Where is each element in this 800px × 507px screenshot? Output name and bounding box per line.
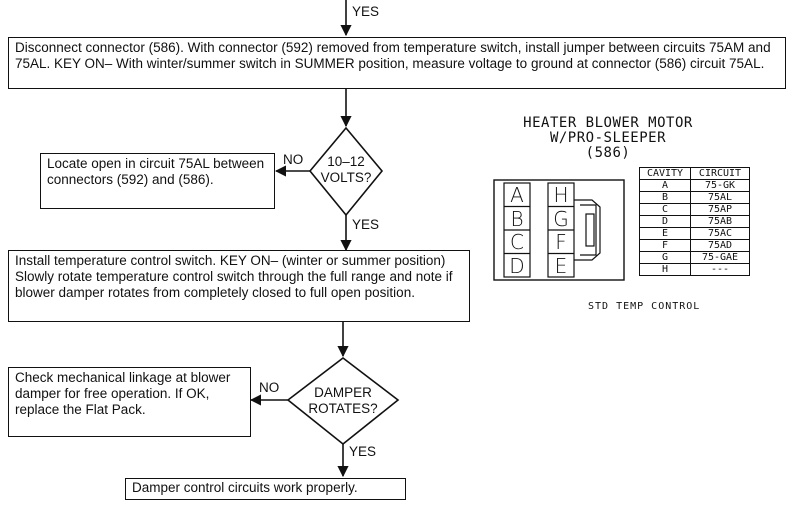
label-yes-volts: YES [352, 217, 380, 232]
table-cell-circuit: 75AC [690, 227, 750, 240]
decision-diamond-damper [286, 356, 400, 446]
table-cell-circuit: 75-GK [690, 179, 750, 192]
table-cell-circuit: 75AL [690, 191, 750, 204]
step-check-linkage: Check mechanical linkage at blower dampe… [8, 367, 251, 437]
step-install-temp-switch: Install temperature control switch. KEY … [8, 250, 470, 322]
table-cell-cavity: B [639, 191, 691, 204]
table-cell-cavity: D [639, 215, 691, 228]
decision-diamond-volts [308, 126, 384, 217]
decision-damper-line2: ROTATES? [308, 401, 378, 416]
connector-title-line1: HEATER BLOWER MOTOR [523, 115, 693, 131]
step-locate-open-text: Locate open in circuit 75AL between conn… [47, 156, 265, 187]
label-no-volts: NO [283, 152, 304, 167]
cavity-letter-left-3: D [509, 253, 525, 278]
table-row: H--- [639, 263, 750, 276]
table-cell-cavity: G [639, 251, 691, 264]
step-locate-open: Locate open in circuit 75AL between conn… [40, 153, 275, 209]
decision-volts-line1: 10–12 [327, 154, 365, 169]
step-circuits-ok-text: Damper control circuits work properly. [132, 480, 358, 495]
cavity-letter-left-2: C [510, 230, 524, 254]
decision-damper-line1: DAMPER [314, 385, 372, 400]
table-cell-circuit: --- [690, 263, 750, 276]
label-yes-damper: YES [349, 444, 377, 459]
table-cell-cavity: E [639, 227, 691, 240]
connector-title-line3: (586) [585, 145, 631, 161]
decision-damper-text: DAMPER ROTATES? [293, 385, 393, 417]
connector-caption: STD TEMP CONTROL [588, 301, 701, 312]
table-cell-circuit: 75AP [690, 203, 750, 216]
table-cell-cavity: C [639, 203, 691, 216]
cavity-letter-right-0: H [553, 183, 569, 207]
connector-586-drawing [493, 179, 625, 281]
step-check-linkage-text: Check mechanical linkage at blower dampe… [15, 370, 231, 417]
cavity-letter-left-1: B [510, 206, 524, 231]
table-cell-cavity: A [639, 179, 691, 192]
label-no-damper: NO [259, 380, 280, 395]
table-header-circuit: CIRCUIT [690, 167, 750, 180]
table-cell-circuit: 75-GAE [690, 251, 750, 264]
table-cell-cavity: F [639, 239, 691, 252]
step-disconnect-connector: Disconnect connector (586). With connect… [8, 37, 786, 89]
decision-volts-text: 10–12 VOLTS? [310, 154, 382, 186]
cavity-letter-right-1: G [553, 206, 569, 231]
cavity-letter-right-2: F [555, 230, 567, 254]
cavity-letter-right-3: E [554, 253, 568, 278]
step-disconnect-text: Disconnect connector (586). With connect… [15, 40, 771, 71]
connector-title-line2: W/PRO-SLEEPER [549, 130, 667, 146]
table-header-row: CAVITY CIRCUIT [639, 167, 750, 180]
step-circuits-ok: Damper control circuits work properly. [125, 478, 406, 500]
label-yes-top: YES [352, 4, 380, 19]
table-cell-cavity: H [639, 263, 691, 276]
table-header-cavity: CAVITY [639, 167, 691, 180]
table-cell-circuit: 75AB [690, 215, 750, 228]
decision-volts-line2: VOLTS? [320, 170, 372, 185]
step-install-temp-switch-text: Install temperature control switch. KEY … [15, 253, 453, 300]
table-cell-circuit: 75AD [690, 239, 750, 252]
cavity-letter-left-0: A [510, 183, 524, 207]
